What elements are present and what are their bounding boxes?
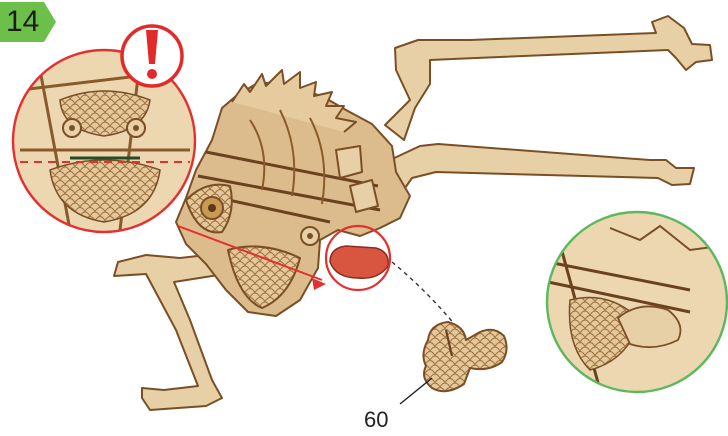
middle-leg [390, 144, 694, 198]
upper-leg [385, 16, 712, 140]
step-number: 14 [6, 4, 39, 40]
body [176, 70, 410, 316]
installed-part-60 [330, 246, 388, 278]
detail-view-green [545, 210, 728, 395]
warning-icon [122, 26, 182, 86]
part-60-leader [400, 378, 432, 404]
part-number-label: 60 [364, 408, 388, 432]
part-60 [423, 322, 506, 391]
step-badge: 14 [0, 0, 58, 44]
dashed-guide-line [392, 262, 456, 326]
